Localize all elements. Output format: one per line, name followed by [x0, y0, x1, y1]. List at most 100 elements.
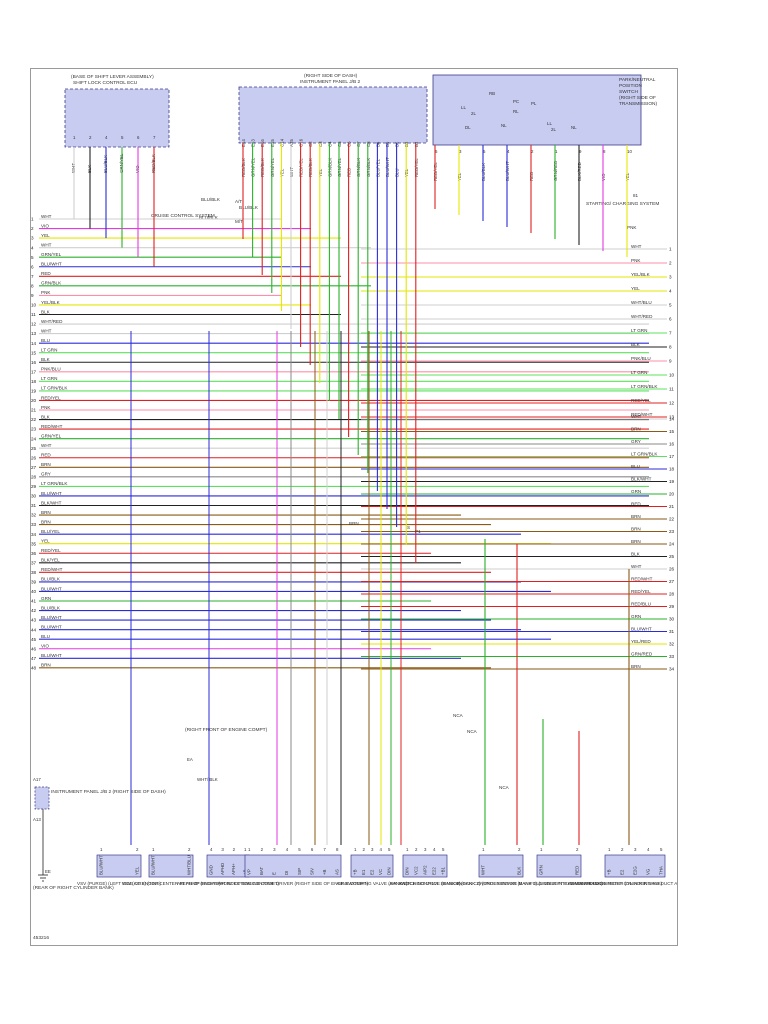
component-pin-label: BLK	[517, 867, 522, 875]
right-wire-number: 22	[669, 517, 675, 522]
left-wire-color: BLU	[41, 338, 50, 343]
left-wire-number: 28	[31, 474, 37, 479]
starting-label: STARTING/ CHARGING SYSTEM	[586, 201, 659, 207]
right-wire-number: 17	[669, 454, 675, 459]
ground-icon	[38, 874, 48, 882]
right-wire-number: 7	[669, 331, 672, 336]
nca-1: NCA	[453, 713, 464, 718]
right-wire-number: 21	[669, 504, 675, 509]
right-wire-number: 26	[669, 567, 675, 572]
left-wire-number: 19	[31, 389, 37, 394]
ip-pin-a17: A17	[33, 777, 41, 782]
left-wire-number: 37	[31, 560, 37, 565]
right-wire-color: LT GRN	[631, 328, 647, 333]
pnp-internal-label: NL	[571, 125, 577, 130]
left-wire-number: 35	[31, 541, 37, 546]
left-wire-number: 48	[31, 665, 37, 670]
component-pin-label: E2	[370, 869, 375, 875]
right-wire-number: 29	[669, 604, 675, 609]
component-pin-label: APHD	[220, 863, 225, 875]
right-wire-number: 15	[669, 429, 675, 434]
left-wire-color: PNK	[41, 405, 51, 410]
right-wire-number: 4	[669, 289, 672, 294]
component-pin-label: BLU/WHT	[99, 855, 104, 875]
right-wire-number: 23	[669, 529, 675, 534]
component-pin-number: 5	[660, 847, 663, 852]
left-wire-number: 12	[31, 322, 37, 327]
component-pin-number: 1	[354, 847, 357, 852]
component-pin-label: GRN	[539, 865, 544, 875]
component-pin-label: BAT	[259, 866, 264, 875]
component-pin-label: E2	[620, 869, 625, 875]
component-pin-label: GND	[209, 865, 214, 875]
left-wire-color: BRN	[41, 519, 51, 524]
left-wire-number: 15	[31, 350, 37, 355]
right-wire-color: RED/YEL	[631, 398, 651, 403]
starting-pin: 81	[633, 193, 639, 198]
left-wire-number: 2	[31, 226, 34, 231]
right-wire-color: PNK	[631, 258, 641, 263]
right-wire-number: 25	[669, 554, 675, 559]
left-wire-number: 16	[31, 360, 37, 365]
cruise-label: CRUISE CONTROL SYSTEM	[151, 213, 215, 219]
starting-system-block: STARTING/ CHARGING SYSTEM PNK 81	[586, 193, 659, 230]
right-wire-number: 20	[669, 492, 675, 497]
right-wire-color: BLK	[631, 342, 641, 347]
component-label: AIR INJECTION CONTROL DRIVER (RIGHT SIDE…	[218, 881, 369, 886]
left-wire-number: 18	[31, 379, 37, 384]
left-wire-color: BLU/WHT	[41, 653, 62, 658]
component-label: VSV (ACIS) (TOP CENTER REAR OF ENGINE)	[122, 881, 221, 886]
component-label: AIR SWITCHING VALVE (BANK 1)	[336, 881, 408, 886]
left-wire-color: RED/YEL	[41, 548, 61, 553]
right-wire-color: GRN	[631, 614, 641, 619]
component-pin-label: AS	[335, 869, 340, 875]
component-pin-label: E2G	[633, 866, 638, 875]
nca-2: NCA	[467, 729, 478, 734]
left-wire-color: BLU/YEL	[41, 529, 60, 534]
left-wire-number: 31	[31, 503, 37, 508]
right-wire-color: BRN	[631, 526, 641, 531]
wiring-diagram-frame: (BASE OF SHIFT LEVER ASSEMBLY) SHIFT LOC…	[30, 68, 701, 946]
ea-label: EA	[187, 757, 193, 762]
left-wire-color: RED/WHT	[41, 567, 63, 572]
right-wire-color: RED/BLU	[631, 601, 651, 606]
left-wire-number: 13	[31, 331, 37, 336]
panel-pin-number: E13	[251, 139, 256, 147]
component-pin-number: 1	[608, 847, 611, 852]
component-pin-number: 2	[621, 847, 624, 852]
left-wire-number: 38	[31, 570, 37, 575]
pnp-pin-number: 10	[627, 149, 632, 154]
park-neutral-switch-connector: PARK/NEUTRAL POSITION SWITCH (RIGHT SIDE…	[432, 74, 658, 181]
left-wire-color: GRN/YEL	[41, 433, 62, 438]
component-pin-number: 3	[371, 847, 374, 852]
component-pin-number: 4	[433, 847, 436, 852]
left-wire-color: BLK	[41, 357, 51, 362]
left-wire-color: LT GRN	[41, 348, 57, 353]
right-wire-color: BLK/WHT	[631, 476, 652, 481]
left-wire-number: 29	[31, 484, 37, 489]
ground-label: (REAR OF RIGHT CYLINDER BANK)	[33, 885, 114, 891]
component-pin-label: VP	[247, 869, 252, 875]
pnp-internal-label: 2L	[551, 127, 556, 132]
left-wire-color: BLK/WHT	[41, 500, 62, 505]
right-wire-color: YEL	[631, 286, 640, 291]
left-wire-number: 44	[31, 627, 37, 632]
pnp-pin-number: 4	[507, 149, 510, 154]
left-wire-color: GRN	[41, 596, 51, 601]
ip-jb-ground-block: INSTRUMENT PANEL J/B 2 (RIGHT SIDE OF DA…	[33, 777, 166, 891]
right-wire-number: 16	[669, 442, 675, 447]
nca-labels: NCA NCA NCA	[453, 713, 510, 790]
left-wire-number: 11	[31, 312, 36, 317]
ground-id: EE	[45, 869, 51, 874]
component-pin-label: DIN	[405, 867, 410, 875]
instrument-panel-jb2-connector: (RIGHT SIDE OF DASH) INSTRUMENT PANEL J/…	[238, 73, 428, 177]
left-wire-number: 46	[31, 646, 37, 651]
right-wire-number: 10	[669, 373, 675, 378]
component-pin-number: 7	[323, 847, 326, 852]
starting-pnk: PNK	[627, 225, 637, 230]
left-wire-color: RED	[41, 271, 51, 276]
